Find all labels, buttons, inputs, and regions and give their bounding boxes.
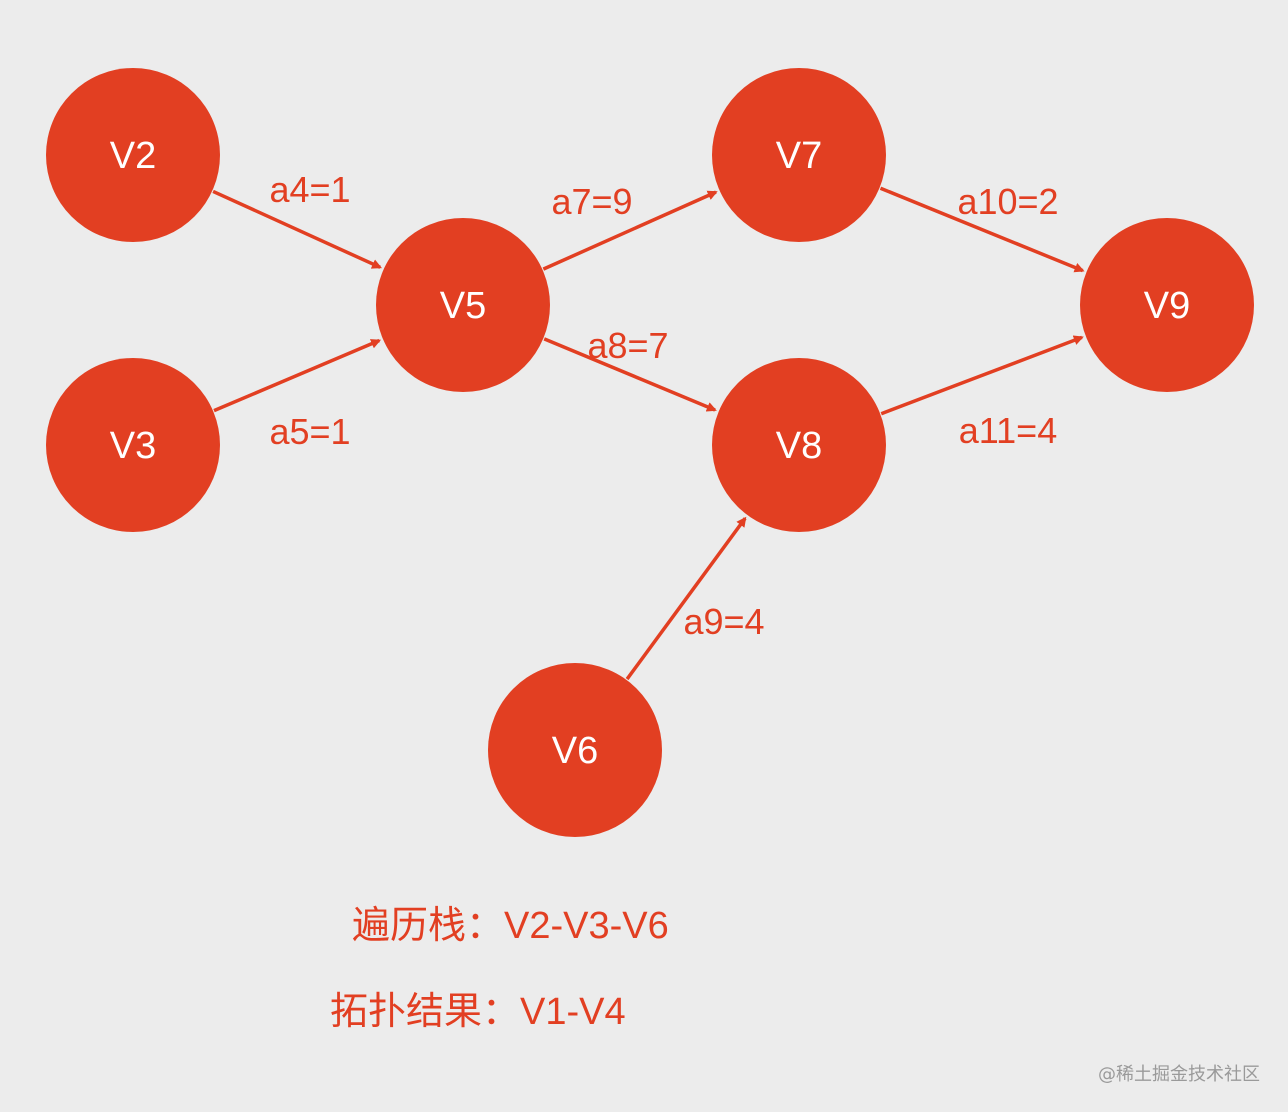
topological-result-label: 拓扑结果： bbox=[330, 989, 521, 1033]
node-circle-v8 bbox=[712, 358, 886, 532]
node-label-v5: V5 bbox=[440, 285, 486, 327]
node-v5: V5 bbox=[376, 218, 550, 392]
edge-v5-v7 bbox=[542, 190, 718, 271]
node-circle-v3 bbox=[46, 358, 220, 532]
node-circle-v5 bbox=[376, 218, 550, 392]
edge-label-v8-v9: a11=4 bbox=[959, 410, 1057, 451]
node-circle-v7 bbox=[712, 68, 886, 242]
edge-v3-v5 bbox=[213, 338, 382, 413]
edge-label-v2-v5: a4=1 bbox=[269, 169, 350, 210]
node-label-v2: V2 bbox=[110, 135, 156, 177]
node-circle-v6 bbox=[488, 663, 662, 837]
traversal-stack-label: 遍历栈： bbox=[352, 903, 505, 947]
traversal-stack-value: V2-V3-V6 bbox=[504, 905, 669, 947]
edge-v6-v8 bbox=[625, 516, 747, 681]
topological-result-value: V1-V4 bbox=[520, 991, 626, 1033]
node-label-v3: V3 bbox=[110, 425, 156, 467]
traversal-stack-caption: 遍历栈：V2-V3-V6 bbox=[352, 906, 669, 945]
node-label-v8: V8 bbox=[776, 425, 822, 467]
edge-label-v6-v8: a9=4 bbox=[683, 601, 764, 642]
node-label-v9: V9 bbox=[1144, 285, 1190, 327]
node-v8: V8 bbox=[712, 358, 886, 532]
node-label-v6: V6 bbox=[552, 730, 598, 772]
edge-v7-v9 bbox=[879, 186, 1085, 273]
node-v2: V2 bbox=[46, 68, 220, 242]
topological-result-caption: 拓扑结果：V1-V4 bbox=[330, 992, 626, 1031]
edge-label-v3-v5: a5=1 bbox=[269, 411, 350, 452]
node-v3: V3 bbox=[46, 358, 220, 532]
node-v6: V6 bbox=[488, 663, 662, 837]
edge-label-v7-v9: a10=2 bbox=[957, 181, 1058, 222]
edge-label-v5-v8: a8=7 bbox=[587, 325, 668, 366]
node-v7: V7 bbox=[712, 68, 886, 242]
edge-v8-v9 bbox=[880, 335, 1084, 416]
watermark: @稀土掘金技术社区 bbox=[1098, 1064, 1260, 1085]
edge-label-v5-v7: a7=9 bbox=[551, 181, 632, 222]
node-circle-v9 bbox=[1080, 218, 1254, 392]
edge-v5-v8 bbox=[543, 337, 717, 412]
edge-v2-v5 bbox=[212, 189, 382, 269]
node-v9: V9 bbox=[1080, 218, 1254, 392]
node-circle-v2 bbox=[46, 68, 220, 242]
node-label-v7: V7 bbox=[776, 135, 822, 177]
